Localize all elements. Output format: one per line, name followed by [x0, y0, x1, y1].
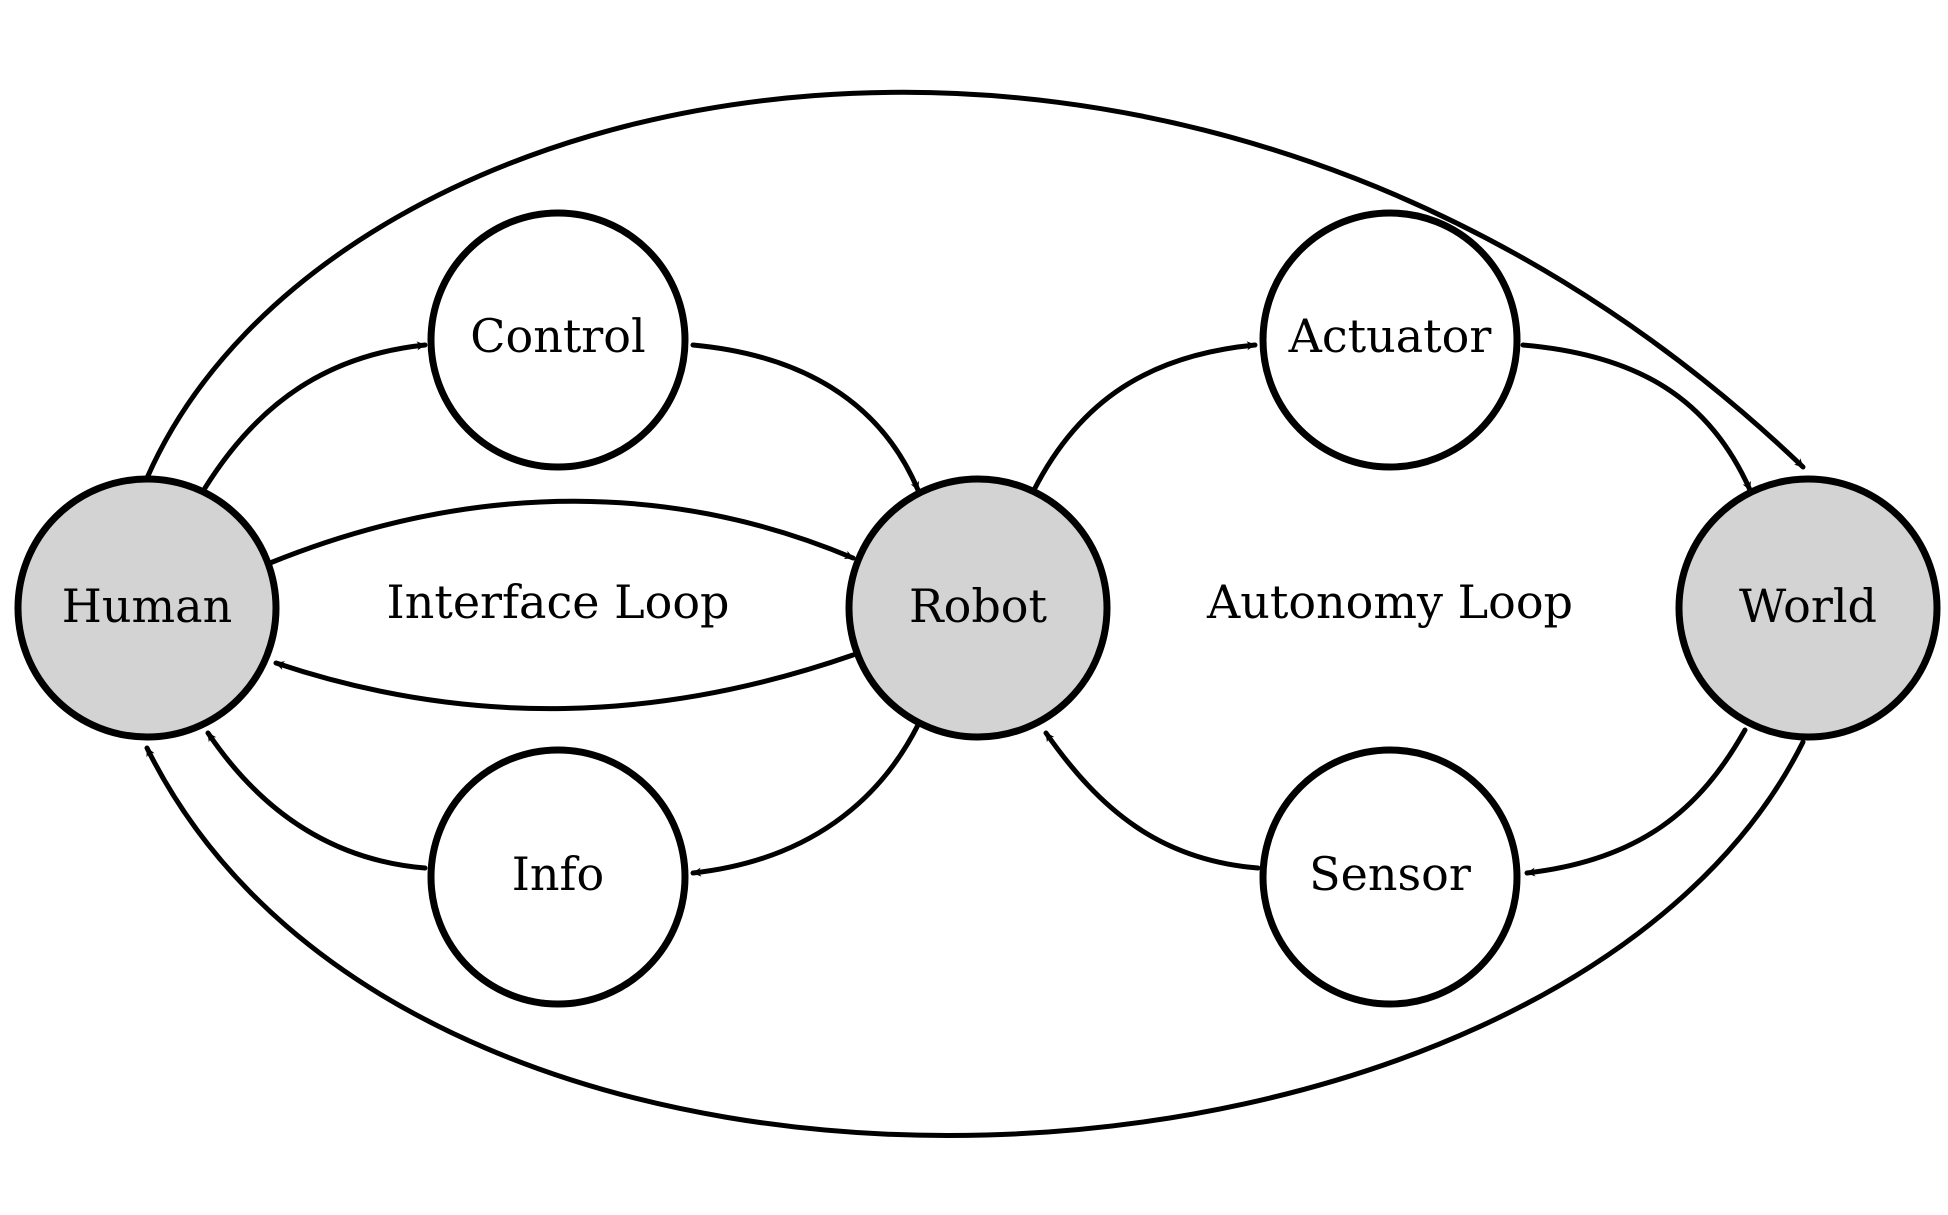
node-info: Info [427, 746, 689, 1008]
node-actuator: Actuator [1259, 209, 1521, 471]
node-world: World [1675, 475, 1941, 741]
autonomy-loop-label: Autonomy Loop [1206, 575, 1573, 629]
node-control-circle [427, 209, 689, 471]
edge-robot-to-actuator [1031, 341, 1258, 493]
edge-human-to-world [144, 89, 1806, 481]
node-human-label: Human [62, 579, 232, 633]
node-world-label: World [1739, 579, 1877, 633]
node-sensor-circle [1259, 746, 1521, 1008]
node-actuator-label: Actuator [1288, 309, 1492, 363]
node-human-circle [14, 475, 280, 741]
node-sensor-label: Sensor [1309, 847, 1471, 901]
edge-sensor-to-robot [1043, 730, 1261, 871]
edge-info-to-human [205, 730, 428, 871]
node-robot: Robot [845, 475, 1111, 741]
interface-loop-label: Interface Loop [387, 575, 730, 629]
node-robot-circle [845, 475, 1111, 741]
node-control: Control [427, 209, 689, 471]
edge-world-to-human [144, 739, 1806, 1139]
edge-actuator-to-world [1520, 342, 1753, 493]
edge-world-to-sensor [1524, 727, 1748, 877]
node-world-circle [1675, 475, 1941, 741]
edge-control-to-robot [690, 342, 921, 493]
edge-human-to-control [202, 341, 428, 491]
edges [144, 89, 1806, 1139]
node-info-circle [427, 746, 689, 1008]
node-sensor: Sensor [1259, 746, 1521, 1008]
node-robot-label: Robot [909, 579, 1047, 633]
node-actuator-circle [1259, 209, 1521, 471]
node-human: Human [14, 475, 280, 741]
edge-human-to-robot [267, 498, 856, 566]
node-info-label: Info [512, 847, 605, 901]
node-control-label: Control [470, 309, 645, 363]
edge-robot-to-info [690, 722, 921, 877]
edge-robot-to-human [273, 652, 856, 712]
